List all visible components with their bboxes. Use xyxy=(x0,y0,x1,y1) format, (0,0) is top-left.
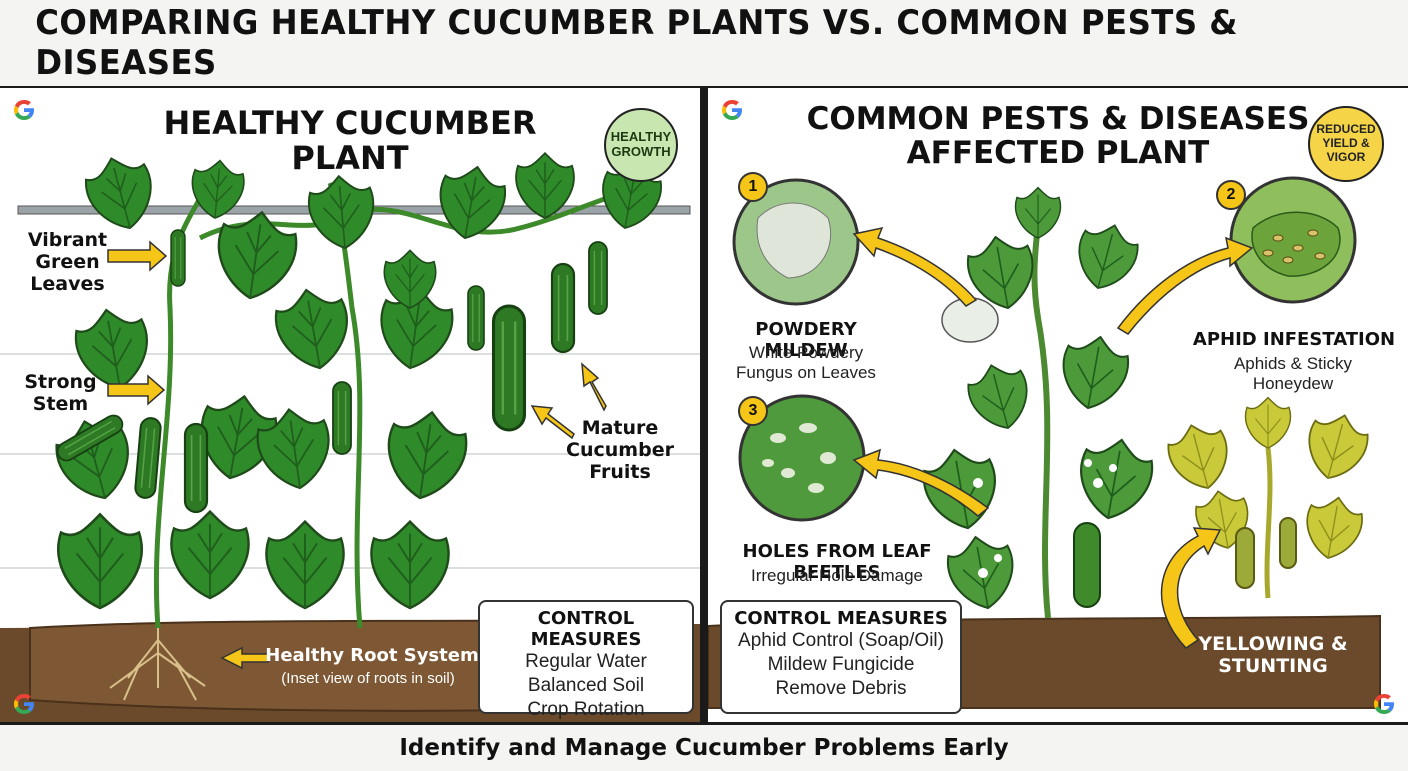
pests-panel: COMMON PESTS & DISEASES AFFECTED PLANT R… xyxy=(708,88,1408,722)
pests-control-measures-box: CONTROL MEASURES Aphid Control (Soap/Oil… xyxy=(720,600,962,714)
footer-text: Identify and Manage Cucumber Problems Ea… xyxy=(399,735,1009,761)
google-logo-icon xyxy=(1374,694,1394,714)
footer-bar: Identify and Manage Cucumber Problems Ea… xyxy=(0,722,1408,771)
healthy-panel: HEALTHY CUCUMBER PLANT HEALTHY GROWTH Vi… xyxy=(0,88,700,722)
control-item: Aphid Control (Soap/Oil) xyxy=(738,630,944,651)
google-logo-icon xyxy=(14,694,34,714)
pests-panel-title: COMMON PESTS & DISEASES AFFECTED PLANT xyxy=(798,102,1318,170)
powdery-mildew-desc: White Powdery Fungus on Leaves xyxy=(736,343,876,383)
issue-number-badge: 3 xyxy=(738,396,768,426)
roots-label: Healthy Root System xyxy=(265,645,479,666)
healthy-panel-title: HEALTHY CUCUMBER PLANT xyxy=(163,104,537,178)
pests-title-line1: COMMON PESTS & DISEASES xyxy=(806,101,1310,137)
control-item: Balanced Soil xyxy=(527,674,645,696)
leaf-beetle-label: HOLES FROM LEAF BEETLES xyxy=(742,541,932,583)
leaves-label: Vibrant Green Leaves xyxy=(27,229,108,295)
yellowing-stunting-label: YELLOWING & STUNTING xyxy=(1198,633,1348,677)
roots xyxy=(109,628,206,701)
page-title: COMPARING HEALTHY CUCUMBER PLANTS VS. CO… xyxy=(35,3,1238,83)
stem-label: Strong Stem xyxy=(24,371,97,415)
powdery-mildew-label: POWDERY MILDEW xyxy=(755,319,857,361)
roots-sublabel: (Inset view of roots in soil) xyxy=(281,670,455,687)
healthy-control-measures-box: CONTROL MEASURES Regular Water Balanced … xyxy=(478,600,694,720)
control-item: Regular Water xyxy=(525,651,647,672)
control-item: Remove Debris xyxy=(775,677,907,699)
pests-title-line2: AFFECTED PLANT xyxy=(906,135,1210,172)
control-item: Mildew Fungicide xyxy=(767,653,915,675)
control-measures-title: CONTROL MEASURES xyxy=(734,608,948,629)
title-bar: COMPARING HEALTHY CUCUMBER PLANTS VS. CO… xyxy=(0,0,1408,89)
leaf-beetle-desc: Irregular Hole Damage xyxy=(751,566,923,585)
aphid-infestation-desc: Aphids & Sticky Honeydew xyxy=(1233,354,1353,394)
control-item: Crop Rotation xyxy=(527,698,645,720)
google-logo-icon xyxy=(14,100,34,120)
aphid-infestation-label: APHID INFESTATION xyxy=(1192,329,1396,350)
issue-number-badge: 1 xyxy=(738,172,768,202)
control-measures-title: CONTROL MEASURES xyxy=(530,608,642,650)
fruits-label: Mature Cucumber Fruits xyxy=(566,417,674,483)
issue-number-badge: 2 xyxy=(1216,180,1246,210)
healthy-growth-badge: HEALTHY GROWTH xyxy=(604,108,678,182)
panel-divider xyxy=(700,88,708,722)
reduced-yield-badge: REDUCED YIELD & VIGOR xyxy=(1308,106,1384,182)
google-logo-icon xyxy=(722,100,742,120)
